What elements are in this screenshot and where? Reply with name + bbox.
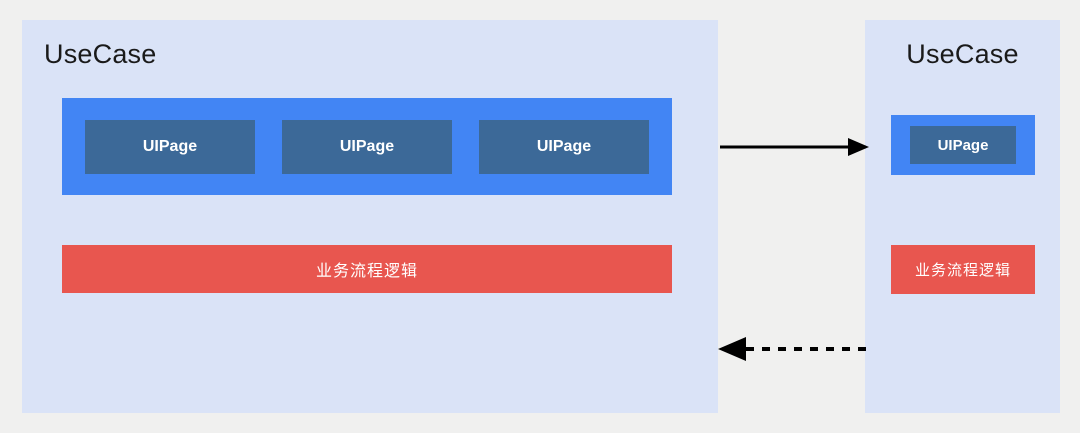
- usecase-panel-right: UseCase UIPage 业务流程逻辑: [865, 20, 1060, 413]
- uipage-box: UIPage: [479, 119, 649, 174]
- ui-layer-container-left: UIPage UIPage UIPage: [62, 98, 672, 195]
- panel-title-right: UseCase: [906, 39, 1019, 69]
- panel-title-left: UseCase: [44, 39, 157, 69]
- usecase-panel-left: UseCase UIPage UIPage UIPage 业务流程逻辑: [22, 20, 718, 413]
- uipage-box: UIPage: [910, 126, 1016, 164]
- ui-layer-container-right: UIPage: [891, 115, 1035, 175]
- business-logic-bar-left: 业务流程逻辑: [62, 245, 672, 293]
- uipage-box: UIPage: [282, 119, 452, 174]
- business-logic-bar-right: 业务流程逻辑: [891, 245, 1035, 294]
- uipage-box: UIPage: [85, 119, 255, 174]
